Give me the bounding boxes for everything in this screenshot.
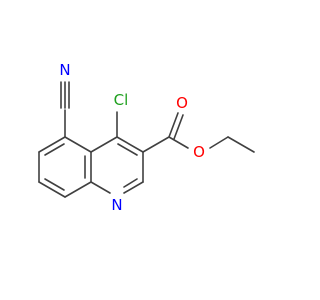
ether-oxygen-label: O — [193, 143, 205, 161]
bond-c8-c8a — [64, 181, 92, 198]
bond-c4a-c4 — [90, 136, 118, 153]
bond-carbonyl-1 — [168, 112, 179, 138]
bond-c3-cco — [142, 136, 170, 153]
bond-c4a-c5 — [64, 136, 92, 153]
double-c7-c8 — [44, 178, 65, 191]
nitrile-n-label: N — [59, 61, 70, 79]
chlorine-label: Cl — [114, 91, 129, 109]
bond-n1-c8a — [90, 181, 111, 194]
bond-carbonyl-2 — [173, 114, 184, 140]
double-c2-n1 — [123, 178, 138, 188]
bond-oether-ch2 — [209, 136, 229, 149]
carbonyl-oxygen-label: O — [176, 94, 188, 112]
bond-cco-oether — [168, 136, 189, 149]
molecule-drawing: N Cl O O N — [38, 61, 255, 214]
atom-labels: N Cl O O N — [59, 61, 205, 214]
double-c5-c6 — [44, 143, 65, 156]
bond-c2-n1 — [123, 181, 144, 194]
ring-nitrogen-label: N — [111, 196, 122, 214]
structure-canvas: N Cl O O N — [38, 61, 255, 214]
bond-c5-c6 — [38, 136, 66, 153]
bonds — [38, 81, 255, 198]
bond-c4-c3 — [116, 136, 144, 153]
bond-ch2-ch3 — [227, 136, 255, 153]
bond-c7-c8 — [38, 181, 66, 198]
double-c4-c3 — [117, 143, 138, 156]
